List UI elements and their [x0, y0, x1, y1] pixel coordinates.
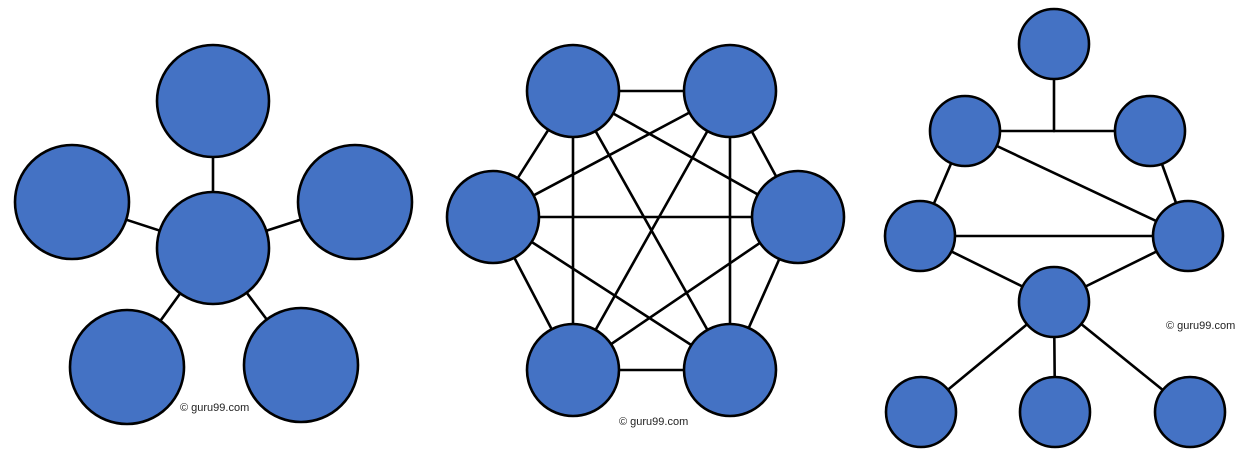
- hybrid-nodes: [883, 7, 1227, 449]
- mesh-node-n1: [525, 43, 621, 139]
- star-topology: [13, 43, 414, 426]
- hybrid-node-top: [1017, 7, 1091, 81]
- hybrid-edge-upper-left-mid-right: [963, 129, 1190, 238]
- hybrid-node-upper-right: [1113, 94, 1187, 168]
- star-node-top: [155, 43, 271, 159]
- star-node-left: [13, 143, 131, 261]
- hybrid-topology: [883, 7, 1227, 449]
- watermark-mesh: © guru99.com: [619, 416, 689, 428]
- hybrid-node-center: [1017, 265, 1091, 339]
- mesh-node-n2: [682, 43, 778, 139]
- star-nodes: [13, 43, 414, 426]
- hybrid-node-bottom-left: [884, 375, 958, 449]
- mesh-nodes: [445, 43, 846, 418]
- hybrid-node-bottom-right: [1153, 375, 1227, 449]
- mesh-node-n3: [445, 169, 541, 265]
- mesh-edges: [491, 89, 800, 372]
- star-node-right: [296, 143, 414, 261]
- hybrid-node-mid-left: [883, 199, 957, 273]
- mesh-topology: [445, 43, 846, 418]
- star-node-bottom-left: [68, 308, 186, 426]
- mesh-node-n5: [525, 322, 621, 418]
- watermark-hybrid: © guru99.com: [1166, 320, 1236, 332]
- mesh-edge-n2-n5: [571, 89, 732, 372]
- watermark-star: © guru99.com: [180, 402, 250, 414]
- hybrid-node-bottom-center: [1018, 375, 1092, 449]
- mesh-node-n4: [750, 169, 846, 265]
- star-node-bottom-right: [242, 306, 360, 424]
- star-node-center: [155, 190, 271, 306]
- hybrid-node-mid-right: [1151, 199, 1225, 273]
- hybrid-node-upper-left: [928, 94, 1002, 168]
- mesh-node-n6: [682, 322, 778, 418]
